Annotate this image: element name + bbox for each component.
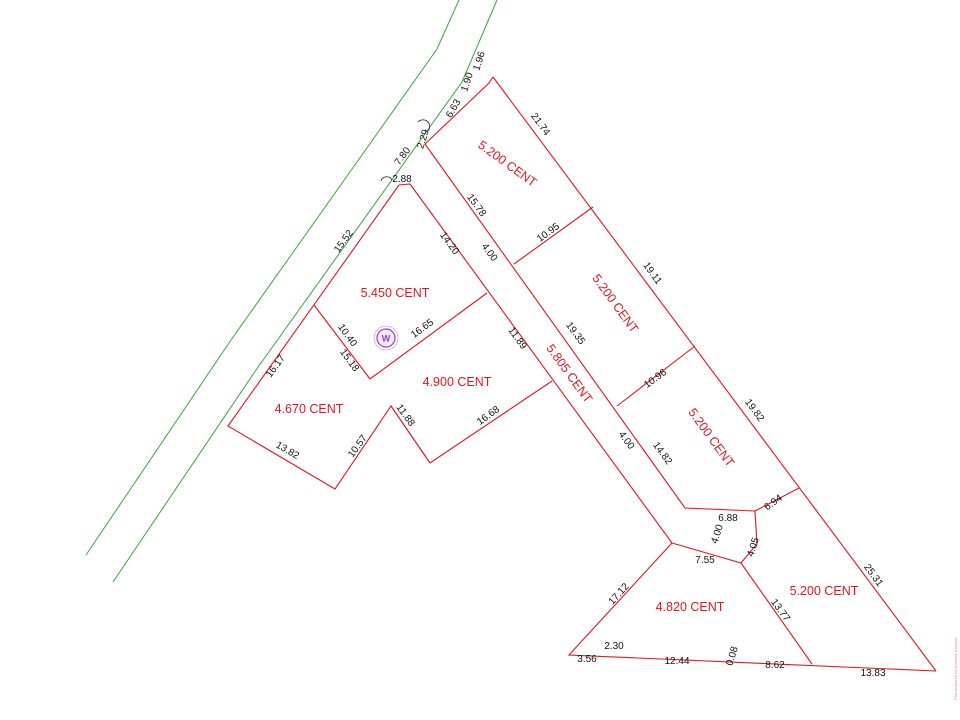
road-right-edge (424, 143, 756, 512)
dimension-label: 13.77 (768, 597, 792, 624)
dimension-label: 13.83 (860, 668, 885, 679)
dimension-label: 11.89 (505, 325, 528, 351)
corner-arc-2 (417, 119, 431, 132)
plot-area-label: 5.450 CENT (361, 286, 430, 300)
plot-area-label: 5.200 CENT (475, 138, 539, 190)
road-area-label: 5.805 CENT (543, 342, 595, 406)
dimension-label: 6.88 (718, 513, 738, 524)
side-note: Plan prepared by licensed surveyor (953, 637, 958, 700)
plot-area-label: 4.900 CENT (423, 375, 492, 389)
dimension-label: 4.00 (709, 523, 726, 545)
dimension-label: 16.17 (264, 353, 288, 380)
left-boundary (227, 184, 553, 490)
plot-area-label: 4.670 CENT (275, 402, 344, 416)
divider-l2 (369, 292, 488, 380)
road-end (671, 487, 800, 564)
dimension-label: 13.82 (274, 440, 302, 462)
dimension-label: 4.00 (616, 429, 637, 452)
dimension-label: 7.55 (695, 555, 715, 566)
top-edge (424, 76, 494, 145)
road-left-edge (398, 183, 673, 544)
dimension-label: 14.82 (650, 440, 674, 467)
dimension-label: 15.18 (337, 347, 361, 374)
divider-r1 (513, 206, 594, 265)
dimension-label: 10.57 (346, 433, 370, 460)
plot-area-label: 5.200 CENT (685, 406, 737, 470)
dimension-label: 4.05 (745, 536, 762, 558)
bottom-divider (740, 562, 813, 665)
plot-boundaries (227, 76, 937, 672)
dimension-label: 19.11 (640, 260, 663, 286)
dimension-label: 6.94 (762, 493, 785, 514)
right-boundary (492, 76, 937, 672)
dimension-label: 14.20 (437, 230, 461, 257)
dimension-label: 17.12 (607, 581, 632, 607)
well-symbol: W (373, 325, 399, 351)
road-edge-outer (112, 0, 498, 583)
dimension-label: 10.95 (535, 221, 562, 245)
well-label: W (382, 334, 391, 344)
corner-arc-1 (380, 176, 393, 182)
dimension-label: 2.88 (392, 174, 412, 185)
dimension-label: 21.74 (528, 111, 552, 138)
dimension-label: 0.08 (724, 645, 741, 667)
dimension-label: 16.65 (409, 317, 436, 341)
divider-l3 (390, 405, 431, 464)
dimension-label: 12.44 (664, 656, 689, 667)
dimension-label: 10.96 (642, 367, 669, 391)
bottom-boundary (567, 542, 937, 672)
plot-area-label: 5.200 CENT (589, 272, 641, 336)
divider-r2 (616, 345, 696, 407)
dimension-label: 11.88 (393, 402, 416, 428)
dimension-label: 19.82 (742, 397, 766, 424)
area-labels: 5.200 CENT 5.450 CENT 5.200 CENT 4.900 C… (275, 138, 859, 614)
dimension-label: 8.62 (765, 660, 785, 671)
dimension-label: 1.90 (459, 71, 476, 93)
dimension-label: 10.40 (335, 322, 359, 349)
dimension-label: 6.63 (444, 97, 463, 120)
plot-area-label: 5.200 CENT (790, 584, 859, 598)
dimension-label: 3.56 (577, 654, 597, 665)
divider-l1 (313, 304, 371, 380)
plot-area-label: 4.820 CENT (656, 600, 725, 614)
dimension-label: 7.80 (393, 145, 414, 168)
dimension-label: 2.30 (604, 641, 624, 652)
road-boundary (85, 0, 498, 583)
road-edge-inner (85, 0, 460, 556)
